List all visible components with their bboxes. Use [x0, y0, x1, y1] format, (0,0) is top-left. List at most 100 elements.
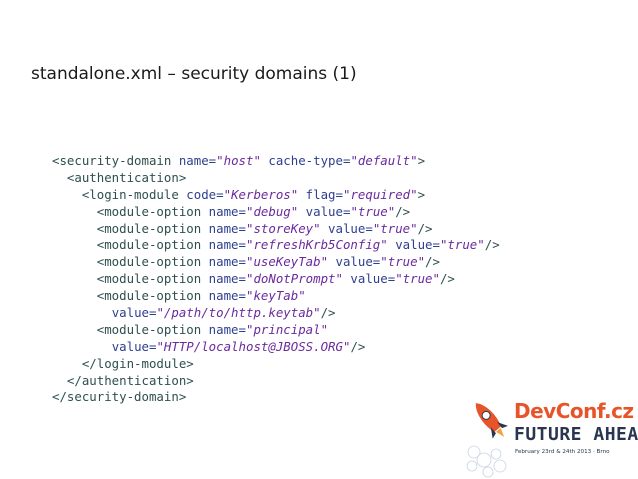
code-token: doNotPrompt — [253, 271, 336, 287]
code-token: debug — [253, 203, 291, 219]
code-token: <login-module — [52, 186, 187, 202]
code-token: value= — [305, 203, 351, 219]
code-token: " — [342, 338, 351, 354]
devconf-logo: DevConf.cz FUTURE AHEAD February 23rd & … — [460, 390, 638, 479]
code-line: <authentication> — [52, 170, 500, 187]
code-token: cache-type= — [268, 153, 351, 168]
code-token: > — [417, 186, 426, 202]
code-token: default — [357, 153, 411, 168]
code-token — [52, 305, 112, 320]
code-line: <login-module code="Kerberos" flag="requ… — [52, 187, 500, 204]
code-token: name= — [208, 321, 246, 337]
code-token: storeKey — [253, 220, 314, 236]
code-token: " — [432, 271, 440, 287]
code-token: " — [320, 254, 336, 270]
code-token: " — [245, 237, 254, 253]
code-token: name= — [208, 237, 246, 253]
code-token: <module-option — [52, 321, 209, 337]
code-token: " — [395, 271, 403, 287]
code-token: true — [387, 254, 418, 270]
code-block: <security-domain name="host" cache-type=… — [52, 153, 500, 406]
code-token: " — [410, 186, 418, 202]
code-token: value= — [328, 220, 373, 236]
code-token: true — [402, 271, 433, 287]
code-token — [52, 339, 112, 354]
code-token: " — [156, 338, 164, 354]
code-token: name= — [208, 288, 246, 304]
code-token: true — [357, 203, 388, 219]
code-token: " — [410, 153, 418, 168]
code-token: /> — [417, 220, 433, 236]
code-token: " — [245, 254, 254, 270]
code-line: value="/path/to/http.keytab"/> — [52, 305, 500, 322]
code-line: </login-module> — [52, 356, 500, 373]
code-token: /> — [320, 305, 336, 321]
code-token: value= — [111, 338, 157, 354]
code-token: name= — [178, 153, 217, 168]
code-token: " — [290, 186, 306, 202]
code-token: value= — [395, 237, 440, 253]
code-token: " — [439, 237, 448, 253]
code-token: " — [335, 271, 351, 287]
code-token: " — [290, 203, 306, 219]
code-token: " — [387, 203, 396, 219]
code-token: " — [417, 254, 426, 270]
code-token: <module-option — [52, 237, 209, 253]
code-token: " — [380, 237, 396, 253]
code-token: <module-option — [52, 288, 209, 304]
code-token: name= — [208, 220, 246, 236]
code-token: " — [477, 237, 485, 253]
code-line: <module-option name="doNotPrompt" value=… — [52, 271, 500, 288]
code-token: /> — [350, 338, 366, 354]
code-line: </security-domain> — [52, 389, 500, 406]
code-line: <module-option name="storeKey" value="tr… — [52, 221, 500, 238]
code-token: " — [350, 153, 358, 168]
code-token: /> — [439, 271, 455, 287]
code-token: <module-option — [52, 254, 209, 270]
code-token: " — [253, 153, 269, 168]
code-token: code= — [186, 186, 224, 202]
code-token: " — [342, 186, 351, 202]
code-token: " — [410, 220, 418, 236]
code-token: name= — [208, 203, 246, 219]
code-token: HTTP/localhost@JBOSS.ORG — [163, 338, 343, 354]
code-token: <authentication> — [52, 169, 187, 185]
code-token: <module-option — [52, 271, 209, 287]
code-token: required — [350, 186, 411, 202]
code-token: /> — [395, 203, 411, 219]
code-line: <module-option name="useKeyTab" value="t… — [52, 254, 500, 271]
code-token: <module-option — [52, 220, 209, 236]
code-line: <module-option name="principal" — [52, 322, 500, 339]
code-token: </security-domain> — [52, 389, 187, 405]
brand-dates: February 23rd & 24th 2013 · Brno — [515, 449, 610, 455]
code-token: </login-module> — [52, 355, 194, 371]
code-token: " — [372, 220, 381, 236]
code-token: </authentication> — [52, 372, 194, 388]
code-token: /> — [484, 237, 500, 253]
code-line: <module-option name="refreshKrb5Config" … — [52, 237, 500, 254]
code-token: " — [313, 305, 321, 321]
code-line: </authentication> — [52, 373, 500, 390]
code-token: host — [223, 153, 254, 168]
code-line: <module-option name="debug" value="true"… — [52, 204, 500, 221]
code-token: " — [245, 220, 254, 236]
rocket-icon — [466, 403, 508, 478]
code-token: /path/to/http.keytab — [163, 305, 314, 321]
code-token: " — [245, 203, 254, 219]
code-token: " — [223, 186, 232, 202]
code-token: " — [245, 321, 254, 337]
code-token: name= — [208, 254, 246, 270]
code-token: value= — [335, 254, 381, 270]
code-token: principal — [253, 321, 321, 337]
code-token: " — [380, 254, 388, 270]
code-token: true — [447, 237, 478, 253]
code-token: " — [313, 220, 329, 236]
code-token: " — [298, 288, 306, 304]
code-token: > — [417, 153, 426, 168]
code-token: " — [216, 153, 224, 168]
code-token: " — [245, 271, 254, 287]
code-token: name= — [208, 271, 246, 287]
code-token: " — [320, 321, 329, 337]
code-line: value="HTTP/localhost@JBOSS.ORG"/> — [52, 339, 500, 356]
code-token: flag= — [305, 186, 343, 202]
